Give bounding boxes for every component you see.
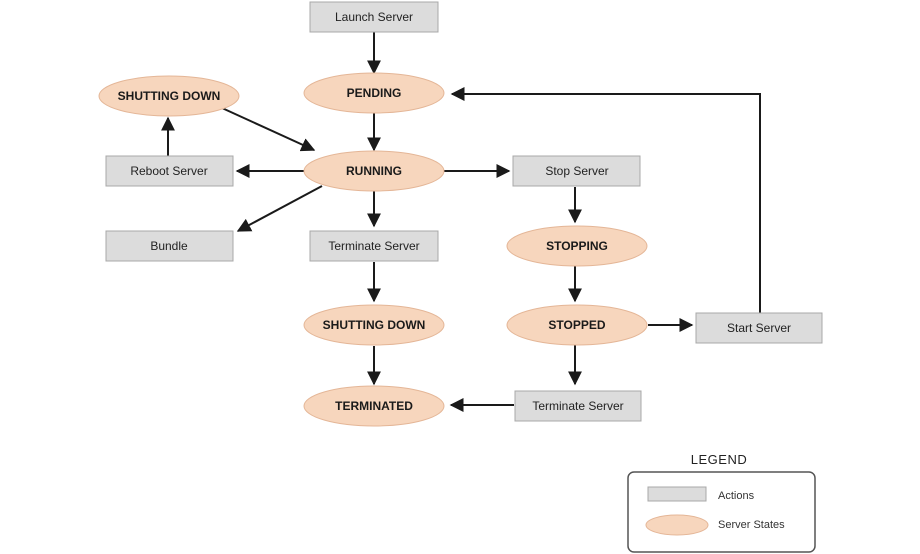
action-label: Terminate Server	[532, 399, 623, 413]
state-label: PENDING	[347, 86, 402, 100]
edge-shuttingdown-to-running	[221, 107, 316, 152]
state-running: RUNNING	[303, 150, 445, 192]
state-label: RUNNING	[346, 164, 402, 178]
state-terminated: TERMINATED	[303, 385, 445, 427]
state-stopped: STOPPED	[506, 304, 648, 346]
action-terminate-server-left: Terminate Server	[309, 230, 439, 262]
action-reboot-server: Reboot Server	[105, 155, 234, 187]
edge-running-to-bundle	[236, 185, 323, 232]
state-label: SHUTTING DOWN	[118, 89, 221, 103]
action-bundle: Bundle	[105, 230, 234, 262]
action-launch-server: Launch Server	[309, 1, 439, 33]
action-label: Stop Server	[545, 164, 608, 178]
legend-title: LEGEND	[691, 452, 747, 467]
action-label: Start Server	[727, 321, 791, 335]
legend-actions-label: Actions	[718, 490, 755, 502]
state-stopping: STOPPING	[506, 225, 648, 267]
action-stop-server: Stop Server	[512, 155, 641, 187]
state-label: STOPPING	[546, 239, 608, 253]
state-pending: PENDING	[303, 72, 445, 114]
legend: LEGEND Actions Server States	[627, 452, 816, 553]
legend-states-swatch	[645, 514, 709, 536]
action-terminate-server-right: Terminate Server	[514, 390, 642, 422]
edge-start-to-pending	[450, 87, 761, 313]
edges	[161, 32, 761, 412]
action-label: Launch Server	[335, 10, 413, 24]
action-label: Reboot Server	[130, 164, 207, 178]
state-label: STOPPED	[548, 318, 605, 332]
action-start-server: Start Server	[695, 312, 823, 344]
state-shutting-down-top: SHUTTING DOWN	[98, 75, 240, 117]
legend-states-label: Server States	[718, 519, 785, 531]
state-label: SHUTTING DOWN	[323, 318, 426, 332]
state-shutting-down-mid: SHUTTING DOWN	[303, 304, 445, 346]
legend-actions-swatch	[647, 486, 707, 502]
action-label: Bundle	[150, 239, 188, 253]
action-label: Terminate Server	[328, 239, 419, 253]
state-label: TERMINATED	[335, 399, 413, 413]
legend-frame	[627, 471, 816, 553]
